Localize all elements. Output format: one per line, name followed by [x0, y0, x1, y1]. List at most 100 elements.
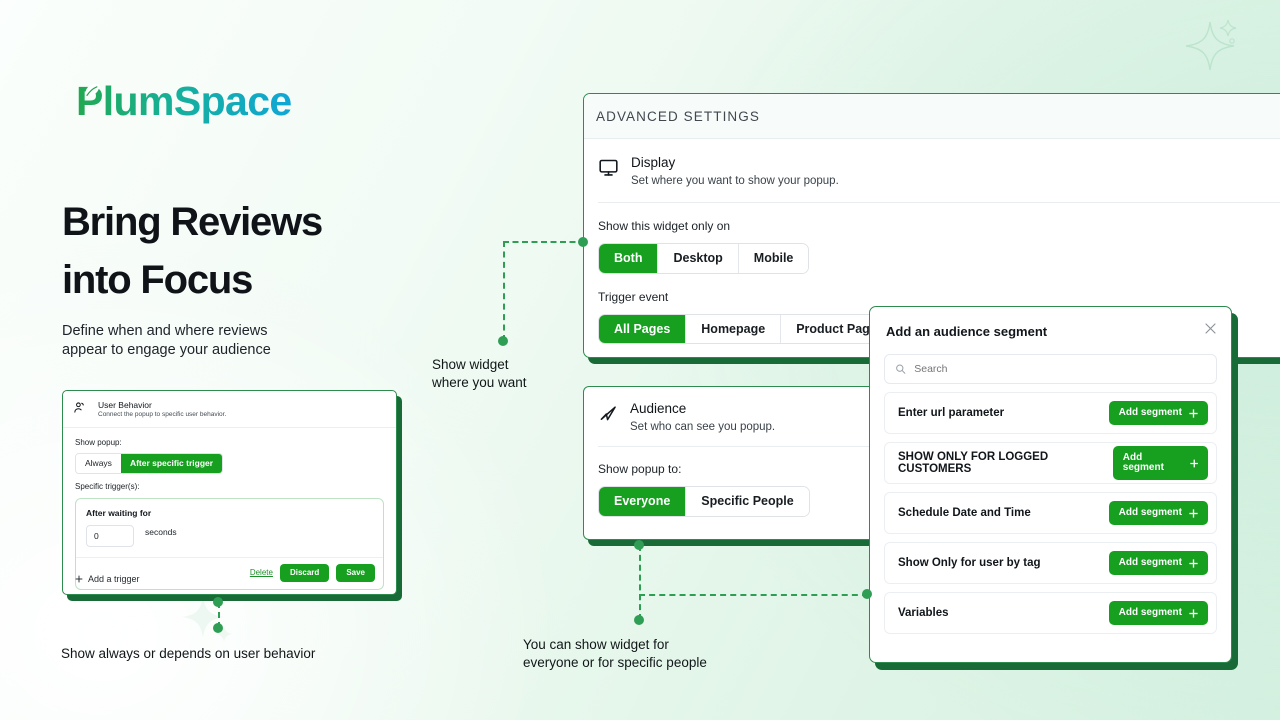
user-behavior-icon [73, 401, 86, 419]
add-audience-segment-modal: Add an audience segment Enter url parame… [869, 306, 1232, 663]
page-title: Bring Reviews into Focus [62, 193, 482, 309]
segment-row-enter-url-parameter[interactable]: Enter url parameter Add segment [884, 392, 1217, 434]
device-option-desktop[interactable]: Desktop [658, 244, 739, 273]
annotation-show-widget: Show widget where you want [432, 356, 527, 392]
add-segment-label: Add segment [1118, 407, 1182, 418]
wait-seconds-input[interactable]: 0 [86, 524, 134, 547]
add-segment-label: Add segment [1118, 507, 1182, 518]
device-segmented-control[interactable]: Both Desktop Mobile [598, 243, 810, 274]
segment-row-variables[interactable]: Variables Add segment [884, 592, 1217, 634]
modal-title: Add an audience segment [886, 323, 1048, 339]
show-popup-to-label: Show popup to: [598, 462, 682, 477]
plus-icon [75, 575, 83, 583]
search-input-wrapper[interactable] [884, 354, 1217, 384]
connector-dot [634, 615, 644, 625]
add-segment-label: Add segment [1118, 607, 1182, 618]
connector-dot [578, 237, 588, 247]
segment-label: Schedule Date and Time [898, 507, 1031, 519]
segment-row-user-by-tag[interactable]: Show Only for user by tag Add segment [884, 542, 1217, 584]
add-segment-button[interactable]: Add segment [1112, 446, 1208, 480]
plus-icon [1189, 508, 1198, 518]
advanced-settings-title: ADVANCED SETTINGS [596, 108, 760, 124]
segment-label: SHOW ONLY FOR LOGGED CUSTOMERS [898, 451, 1049, 475]
audience-section-header: Audience Set who can see you popup. [598, 401, 872, 434]
segment-label: Show Only for user by tag [898, 557, 1041, 569]
device-option-both[interactable]: Both [599, 244, 659, 273]
trigger-editor-card: After waiting for 0 seconds Delete Disca… [75, 497, 384, 590]
annotation-audience: You can show widget for everyone or for … [523, 636, 707, 672]
behavior-option-after-specific-trigger[interactable]: After specific trigger [120, 454, 223, 473]
add-trigger-label: Add a trigger [88, 574, 140, 584]
audience-panel: Audience Set who can see you popup. Show… [583, 386, 873, 540]
add-segment-button[interactable]: Add segment [1108, 601, 1208, 625]
search-icon [896, 364, 906, 374]
audience-segmented-control[interactable]: Everyone Specific People [598, 486, 810, 517]
annotation-line-2: everyone or for specific people [523, 654, 707, 670]
behavior-segmented-control[interactable]: Always After specific trigger [75, 453, 224, 474]
connector-dot [498, 336, 508, 346]
display-title: Display [631, 155, 676, 170]
plus-icon [1189, 608, 1198, 618]
plus-icon [1189, 558, 1198, 568]
connector-dot [213, 623, 223, 633]
section-divider [598, 446, 872, 448]
add-segment-button[interactable]: Add segment [1108, 401, 1208, 425]
audience-option-specific-people[interactable]: Specific People [686, 487, 809, 516]
connector-line [218, 602, 220, 628]
annotation-line-1: Show always or depends on user behavior [61, 646, 316, 661]
user-behavior-header: User Behavior Connect the popup to speci… [73, 400, 396, 419]
delete-trigger-link[interactable]: Delete [249, 568, 273, 577]
connector-dot [634, 540, 644, 550]
headline-line-1: Bring Reviews [62, 200, 323, 244]
plus-icon [1189, 408, 1198, 418]
advanced-settings-panel: ADVANCED SETTINGS Display Set where you … [583, 93, 1280, 358]
page-subtitle: Define when and where reviews appear to … [62, 322, 392, 360]
user-behavior-subtitle: Connect the popup to specific user behav… [98, 411, 227, 418]
advanced-settings-header: ADVANCED SETTINGS [584, 94, 1280, 139]
add-segment-button[interactable]: Add segment [1108, 501, 1208, 525]
leaf-icon [85, 84, 100, 97]
brand-logo-text: PlumSpace [76, 78, 292, 124]
add-segment-label: Add segment [1118, 557, 1182, 568]
headline-line-2: into Focus [62, 258, 253, 302]
device-option-mobile[interactable]: Mobile [738, 244, 809, 273]
annotation-show-always: Show always or depends on user behavior [61, 645, 315, 663]
segment-row-logged-customers[interactable]: SHOW ONLY FOR LOGGED CUSTOMERS Add segme… [884, 442, 1217, 484]
search-input[interactable] [914, 363, 1206, 375]
segment-row-schedule-date-and-time[interactable]: Schedule Date and Time Add segment [884, 492, 1217, 534]
device-filter-label: Show this widget only on [598, 219, 731, 234]
specific-triggers-label: Specific trigger(s): [75, 481, 140, 491]
trigger-editor-title: After waiting for [86, 507, 152, 518]
monitor-icon [598, 157, 619, 183]
add-segment-label: Add segment [1122, 452, 1164, 473]
send-arrow-icon [598, 403, 618, 428]
segment-label: Variables [898, 607, 949, 619]
connector-line [639, 545, 641, 620]
trigger-option-all-pages[interactable]: All Pages [599, 314, 687, 344]
display-section-header: Display Set where you want to show your … [598, 155, 1280, 188]
add-trigger-button[interactable]: Add a trigger [75, 574, 140, 584]
audience-title: Audience [630, 401, 687, 416]
trigger-event-label: Trigger event [598, 289, 669, 304]
segment-label: Enter url parameter [898, 407, 1005, 419]
discard-button[interactable]: Discard [279, 563, 330, 582]
annotation-line-1: You can show widget for [523, 637, 669, 652]
section-divider [598, 202, 1280, 204]
behavior-option-always[interactable]: Always [76, 454, 121, 473]
audience-subtitle: Set who can see you popup. [630, 420, 776, 433]
trigger-option-homepage[interactable]: Homepage [686, 314, 782, 344]
connector-line [503, 241, 505, 341]
close-icon[interactable] [1203, 321, 1218, 341]
sparkle-decoration-icon [1185, 19, 1237, 71]
wait-seconds-unit: seconds [145, 527, 177, 537]
audience-option-everyone[interactable]: Everyone [599, 487, 687, 516]
show-popup-label: Show popup: [75, 438, 122, 447]
user-behavior-card: User Behavior Connect the popup to speci… [62, 390, 397, 595]
plus-icon [1189, 459, 1198, 467]
save-button[interactable]: Save [336, 563, 375, 582]
subhead-line-2: appear to engage your audience [62, 341, 271, 358]
user-behavior-title: User Behavior [98, 400, 152, 410]
connector-dot [213, 597, 223, 607]
connector-dot [862, 589, 872, 599]
add-segment-button[interactable]: Add segment [1108, 551, 1208, 575]
